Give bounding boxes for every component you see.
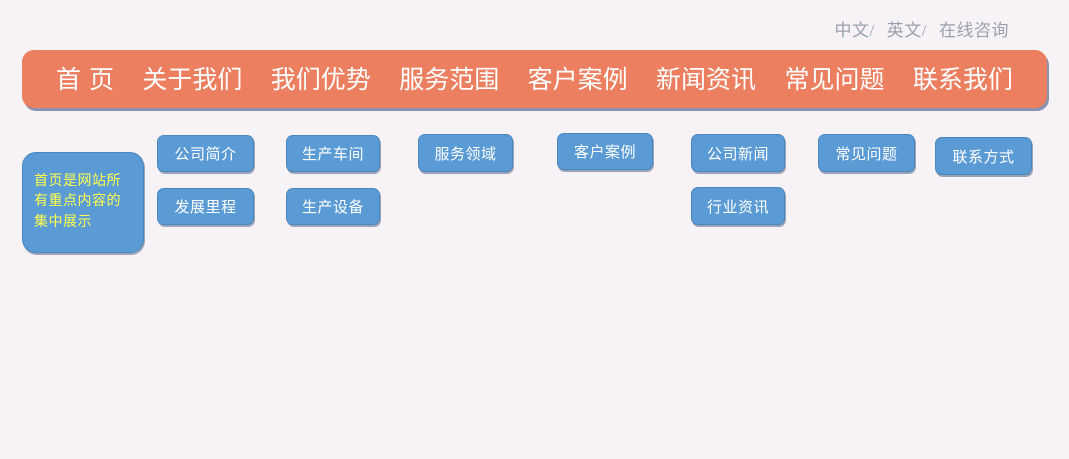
nav-item-1[interactable]: 首 页 <box>56 64 114 94</box>
top-link-label: 英文 <box>886 21 922 40</box>
top-link-3[interactable]: 在线咨询 <box>939 16 1009 41</box>
top-link-label: 在线咨询 <box>939 21 1009 40</box>
sitemap-node-equipment[interactable]: 生产设备 <box>286 188 380 225</box>
top-utility-links: 中文/英文/在线咨询 <box>835 16 1009 41</box>
main-navigation-bar: 首 页关于我们我们优势服务范围客户案例新闻资讯常见问题联系我们 <box>22 50 1047 108</box>
sitemap-node-contact[interactable]: 联系方式 <box>935 137 1032 175</box>
sitemap-node-service-area[interactable]: 服务领域 <box>418 134 513 172</box>
sitemap-node-company-intro[interactable]: 公司简介 <box>157 135 254 172</box>
nav-item-5[interactable]: 客户案例 <box>527 64 628 94</box>
sitemap-node-faq[interactable]: 常见问题 <box>818 134 915 172</box>
top-link-label: 中文 <box>834 21 870 40</box>
nav-item-2[interactable]: 关于我们 <box>142 64 243 94</box>
nav-item-7[interactable]: 常见问题 <box>784 64 885 94</box>
top-link-separator: / <box>869 21 875 40</box>
nav-item-8[interactable]: 联系我们 <box>912 64 1013 94</box>
nav-item-6[interactable]: 新闻资讯 <box>656 64 757 94</box>
top-link-2[interactable]: 英文/ <box>887 16 933 41</box>
top-link-1[interactable]: 中文/ <box>835 16 881 41</box>
sitemap-node-workshop[interactable]: 生产车间 <box>286 135 380 172</box>
sitemap-node-milestones[interactable]: 发展里程 <box>157 188 254 225</box>
nav-item-3[interactable]: 我们优势 <box>270 64 371 94</box>
sitemap-node-cases[interactable]: 客户案例 <box>557 133 653 170</box>
sitemap-node-industry-news[interactable]: 行业资讯 <box>691 187 785 225</box>
top-link-separator: / <box>921 21 927 40</box>
sitemap-node-company-news[interactable]: 公司新闻 <box>691 134 785 172</box>
sitemap-node-intro[interactable]: 首页是网站所 有重点内容的 集中展示 <box>22 152 144 253</box>
nav-item-4[interactable]: 服务范围 <box>399 64 500 94</box>
